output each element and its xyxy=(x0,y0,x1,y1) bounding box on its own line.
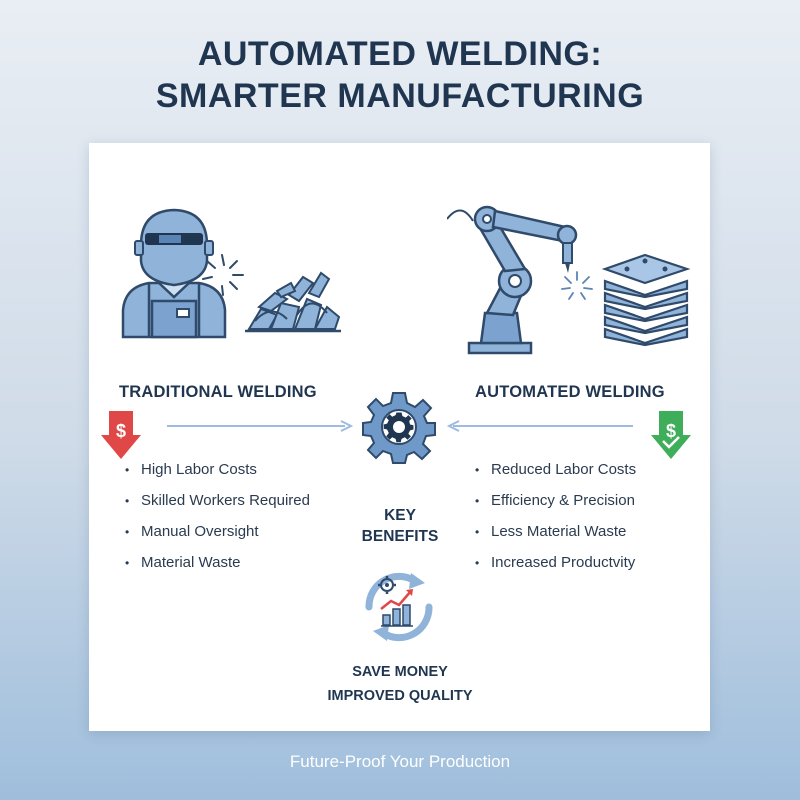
footer-tagline: Future-Proof Your Production xyxy=(289,752,511,771)
scrap-pile-icon xyxy=(245,271,341,333)
savings-arrow-icon: $ xyxy=(651,411,691,459)
key-benefits-label-line-2: BENEFITS xyxy=(361,528,439,545)
automated-welding-heading: AUTOMATED WELDING xyxy=(475,383,665,401)
welding-spark-icon xyxy=(561,271,593,300)
list-item: •Material Waste xyxy=(125,554,241,571)
automated-welding-list: •Reduced Labor Costs •Efficiency & Preci… xyxy=(475,454,636,578)
dollar-sign-icon: $ xyxy=(116,421,126,441)
key-benefits-label-line-1: KEY xyxy=(384,507,416,524)
gear-icon xyxy=(362,392,436,464)
welder-worker-icon xyxy=(121,208,227,339)
connector-arrow-left xyxy=(167,420,354,432)
save-money-label: SAVE MONEY xyxy=(352,664,448,680)
dollar-sign-icon: $ xyxy=(666,421,676,441)
traditional-welding-list: •High Labor Costs •Skilled Workers Requi… xyxy=(125,454,310,578)
robotic-arm-icon xyxy=(447,205,578,355)
list-item: •Less Material Waste xyxy=(475,523,627,540)
list-item: •Efficiency & Precision xyxy=(475,492,635,509)
welding-spark-icon xyxy=(202,254,244,296)
page-title-line-2: SMARTER MANUFACTURING xyxy=(155,77,645,115)
list-item: •Manual Oversight xyxy=(125,523,259,540)
page-title-line-1: AUTOMATED WELDING: xyxy=(197,35,603,73)
growth-cycle-icon xyxy=(365,572,433,642)
cost-down-arrow-icon: $ xyxy=(101,411,141,459)
list-item: •Skilled Workers Required xyxy=(125,492,310,509)
list-item: •High Labor Costs xyxy=(125,461,257,478)
connector-arrow-right xyxy=(446,420,633,432)
comparison-card: TRADITIONAL WELDING AUTOMATED WELDING $ … xyxy=(89,143,710,731)
list-item: •Increased Productvity xyxy=(475,554,636,571)
stacked-plates-icon xyxy=(601,253,691,347)
list-item: •Reduced Labor Costs xyxy=(475,461,637,478)
traditional-welding-heading: TRADITIONAL WELDING xyxy=(119,383,317,401)
improved-quality-label: IMPROVED QUALITY xyxy=(327,688,473,704)
